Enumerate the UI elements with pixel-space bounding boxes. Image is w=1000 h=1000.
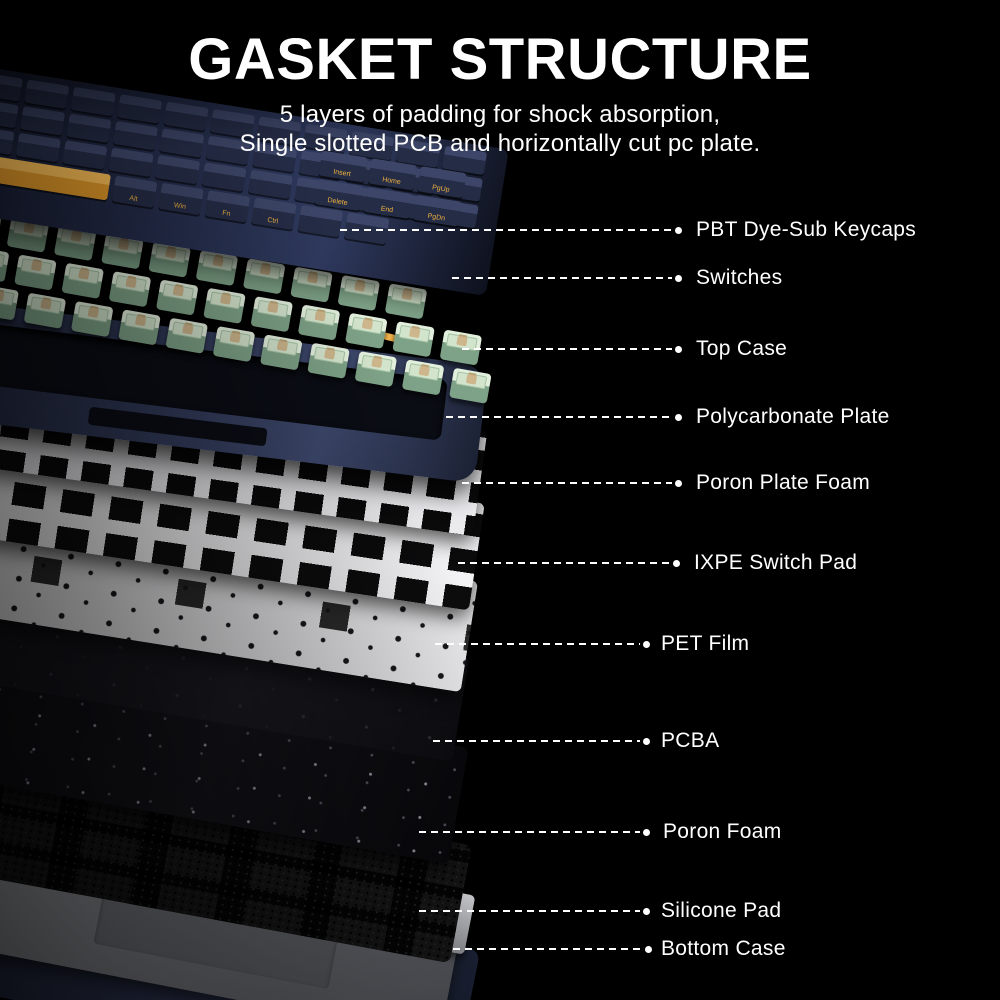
callout-label: Bottom Case (661, 937, 786, 960)
page-title: GASKET STRUCTURE (188, 27, 812, 92)
leader-dot (675, 345, 682, 353)
leader-dot (645, 945, 652, 953)
leader-dot (673, 559, 680, 567)
leader-line (462, 482, 672, 484)
callout-label: PBT Dye-Sub Keycaps (696, 218, 917, 241)
leader-line (340, 229, 672, 231)
callout-label: Switches (696, 266, 783, 289)
leader-dot (675, 274, 682, 282)
callout-label: Polycarbonate Plate (696, 405, 890, 428)
subtitle: 5 layers of padding for shock absorption… (0, 100, 1000, 158)
callout-label: Poron Plate Foam (696, 471, 871, 494)
leader-dot (643, 640, 650, 648)
subtitle-line-1: 5 layers of padding for shock absorption… (279, 100, 721, 128)
leader-dot (643, 737, 650, 745)
leader-dot (675, 413, 682, 421)
leader-line (419, 910, 640, 912)
callout-label: PCBA (661, 729, 720, 752)
leader-line (462, 348, 672, 350)
leader-line (453, 948, 642, 950)
callout-label: Top Case (696, 337, 788, 360)
leader-dot (643, 828, 650, 836)
leader-line (435, 643, 640, 645)
header: GASKET STRUCTURE 5 layers of padding for… (0, 27, 1000, 158)
leader-line (433, 740, 640, 742)
leader-dot (675, 479, 682, 487)
callout-label: Silicone Pad (661, 899, 782, 922)
leader-line (419, 831, 640, 833)
leader-line (452, 277, 672, 279)
subtitle-line-2: Single slotted PCB and horizontally cut … (239, 129, 761, 157)
leader-line (446, 416, 672, 418)
leader-dot (675, 226, 682, 234)
callout-label: PET Film (661, 632, 750, 655)
callout-label: IXPE Switch Pad (694, 551, 858, 574)
callout-label: Poron Foam (663, 820, 782, 843)
leader-dot (643, 907, 650, 915)
leader-line (458, 562, 670, 564)
